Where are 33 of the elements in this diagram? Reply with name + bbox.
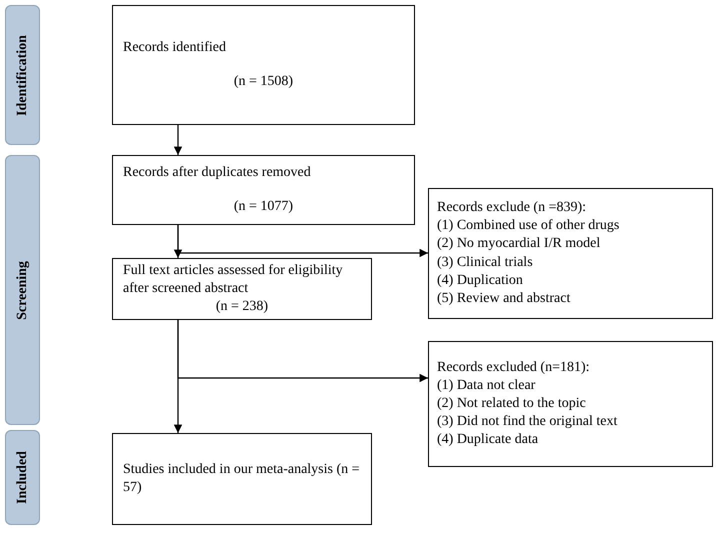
process-box [112, 433, 372, 525]
list-item: (2) Not related to the topic [437, 394, 587, 413]
arrow [177, 225, 428, 258]
list-item: (1) Combined use of other drugs [437, 217, 620, 236]
box-text: Records after duplicates removed [123, 164, 312, 182]
box-text: Records identified [123, 38, 228, 57]
list-item: (4) Duplicate data [437, 431, 540, 450]
box-text: (n = 1508) [232, 73, 294, 91]
box-text: Full text articles assessed for eligibility after screened abstract [123, 262, 344, 298]
box-text: Records excluded (n=181): [437, 358, 591, 377]
process-box [112, 258, 372, 320]
box-text: (n = 238) [214, 298, 270, 316]
stage-band [5, 430, 40, 525]
box-text: Studies included in our meta-analysis (n = 57) [123, 460, 361, 497]
list-item: (2) No myocardial I/R model [437, 235, 602, 254]
stage-label: Included [14, 451, 31, 504]
process-box [112, 5, 415, 125]
list-item: (4) Duplication [437, 272, 524, 290]
exclusion-box [428, 341, 713, 467]
stage-label: Identification [14, 34, 31, 116]
list-item: (3) Clinical trials [437, 254, 534, 272]
list-item: (1) Data not clear [437, 376, 536, 395]
box-text: Records exclude (n =839): [437, 198, 588, 217]
list-item: (3) Did not find the original text [437, 413, 618, 432]
box-text: (n = 1077) [232, 198, 294, 216]
list-item: (5) Review and abstract [437, 290, 572, 308]
arrow [177, 320, 428, 382]
arrow [174, 125, 182, 155]
exclusion-box [428, 188, 713, 319]
stage-band [5, 155, 40, 425]
process-box [112, 155, 415, 225]
stage-label: Screening [14, 260, 31, 320]
stage-band [5, 5, 40, 145]
